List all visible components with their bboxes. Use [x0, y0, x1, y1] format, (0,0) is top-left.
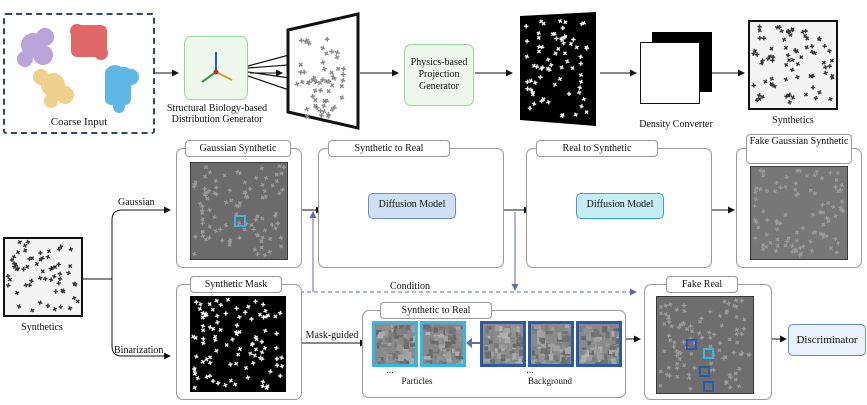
background-patch-2	[528, 321, 577, 368]
particle-distribution-texture	[294, 34, 352, 120]
synthetic-mask-image	[190, 296, 286, 392]
synthetics-left-label: Synthetics	[21, 322, 63, 333]
distribution-generator-label: Structural Biology-based Distribution Ge…	[166, 103, 268, 125]
distribution-generator-box	[184, 36, 248, 100]
synthetic-mask-title: Synthetic Mask	[190, 276, 282, 293]
mask-guided-s2r-title: Synthetic to Real	[380, 302, 492, 319]
branch-gaussian	[111, 206, 171, 279]
binarization-branch-label: Binarization	[114, 345, 164, 356]
background-ellipsis: ...	[526, 365, 534, 376]
protein-cyan	[105, 65, 139, 113]
fake-gaussian-synthetic-title: Fake Gaussian Synthetic	[746, 134, 852, 164]
diffusion-model-1: Diffusion Model	[368, 193, 456, 219]
discriminator-box: Discriminator	[788, 324, 866, 356]
background-patch-1	[480, 321, 527, 370]
branch-binarization	[111, 279, 171, 360]
fake-real-title: Fake Real	[666, 276, 738, 293]
fake-real-highlight-1	[686, 339, 697, 350]
background-patch-3	[576, 321, 626, 371]
coarse-input-label: Coarse Input	[50, 116, 108, 128]
protein-red	[70, 24, 108, 60]
condition-label: Condition	[389, 281, 430, 292]
fake-gaussian-synthetic-image	[750, 166, 848, 260]
projection-generator-label: Physics-based Projection Generator	[410, 57, 468, 92]
synthetics-top-label: Synthetics	[772, 115, 814, 126]
gaussian-synthetic-image	[190, 162, 288, 260]
particles-label: Particles	[401, 376, 433, 386]
highlight-box	[234, 215, 246, 227]
gaussian-branch-label: Gaussian	[118, 197, 155, 208]
background-label: Background	[528, 376, 572, 386]
diffusion-model-2: Diffusion Model	[576, 193, 664, 219]
coarse-input-panel: Coarse Input	[3, 13, 155, 134]
protein-yellow	[33, 69, 74, 108]
synthetics-left-image	[3, 237, 83, 317]
projection-generator-box: Physics-based Projection Generator	[404, 44, 474, 106]
fake-real-highlight-4	[703, 381, 714, 392]
fake-real-image	[656, 296, 754, 394]
mask-guided-label: Mask-guided	[305, 330, 359, 341]
gaussian-synthetic-title: Gaussian Synthetic	[185, 140, 291, 157]
projection-image	[518, 12, 598, 126]
synthetic-to-real-title: Synthetic to Real	[328, 140, 450, 157]
particle-patch-2	[420, 321, 468, 371]
synthetics-top-image	[748, 20, 838, 110]
fake-real-highlight-2	[703, 348, 714, 359]
protein-structures-icon	[17, 24, 139, 113]
particle-patch-1	[372, 321, 421, 369]
particles-ellipsis: ...	[386, 365, 394, 376]
xyz-axes-icon	[201, 52, 233, 83]
fake-real-highlight-3	[699, 366, 710, 377]
density-converter-label: Density Converter	[639, 119, 713, 130]
density-converter-stack-front	[640, 42, 700, 104]
protein-purple	[17, 28, 54, 67]
real-to-synthetic-title: Real to Synthetic	[536, 140, 658, 157]
